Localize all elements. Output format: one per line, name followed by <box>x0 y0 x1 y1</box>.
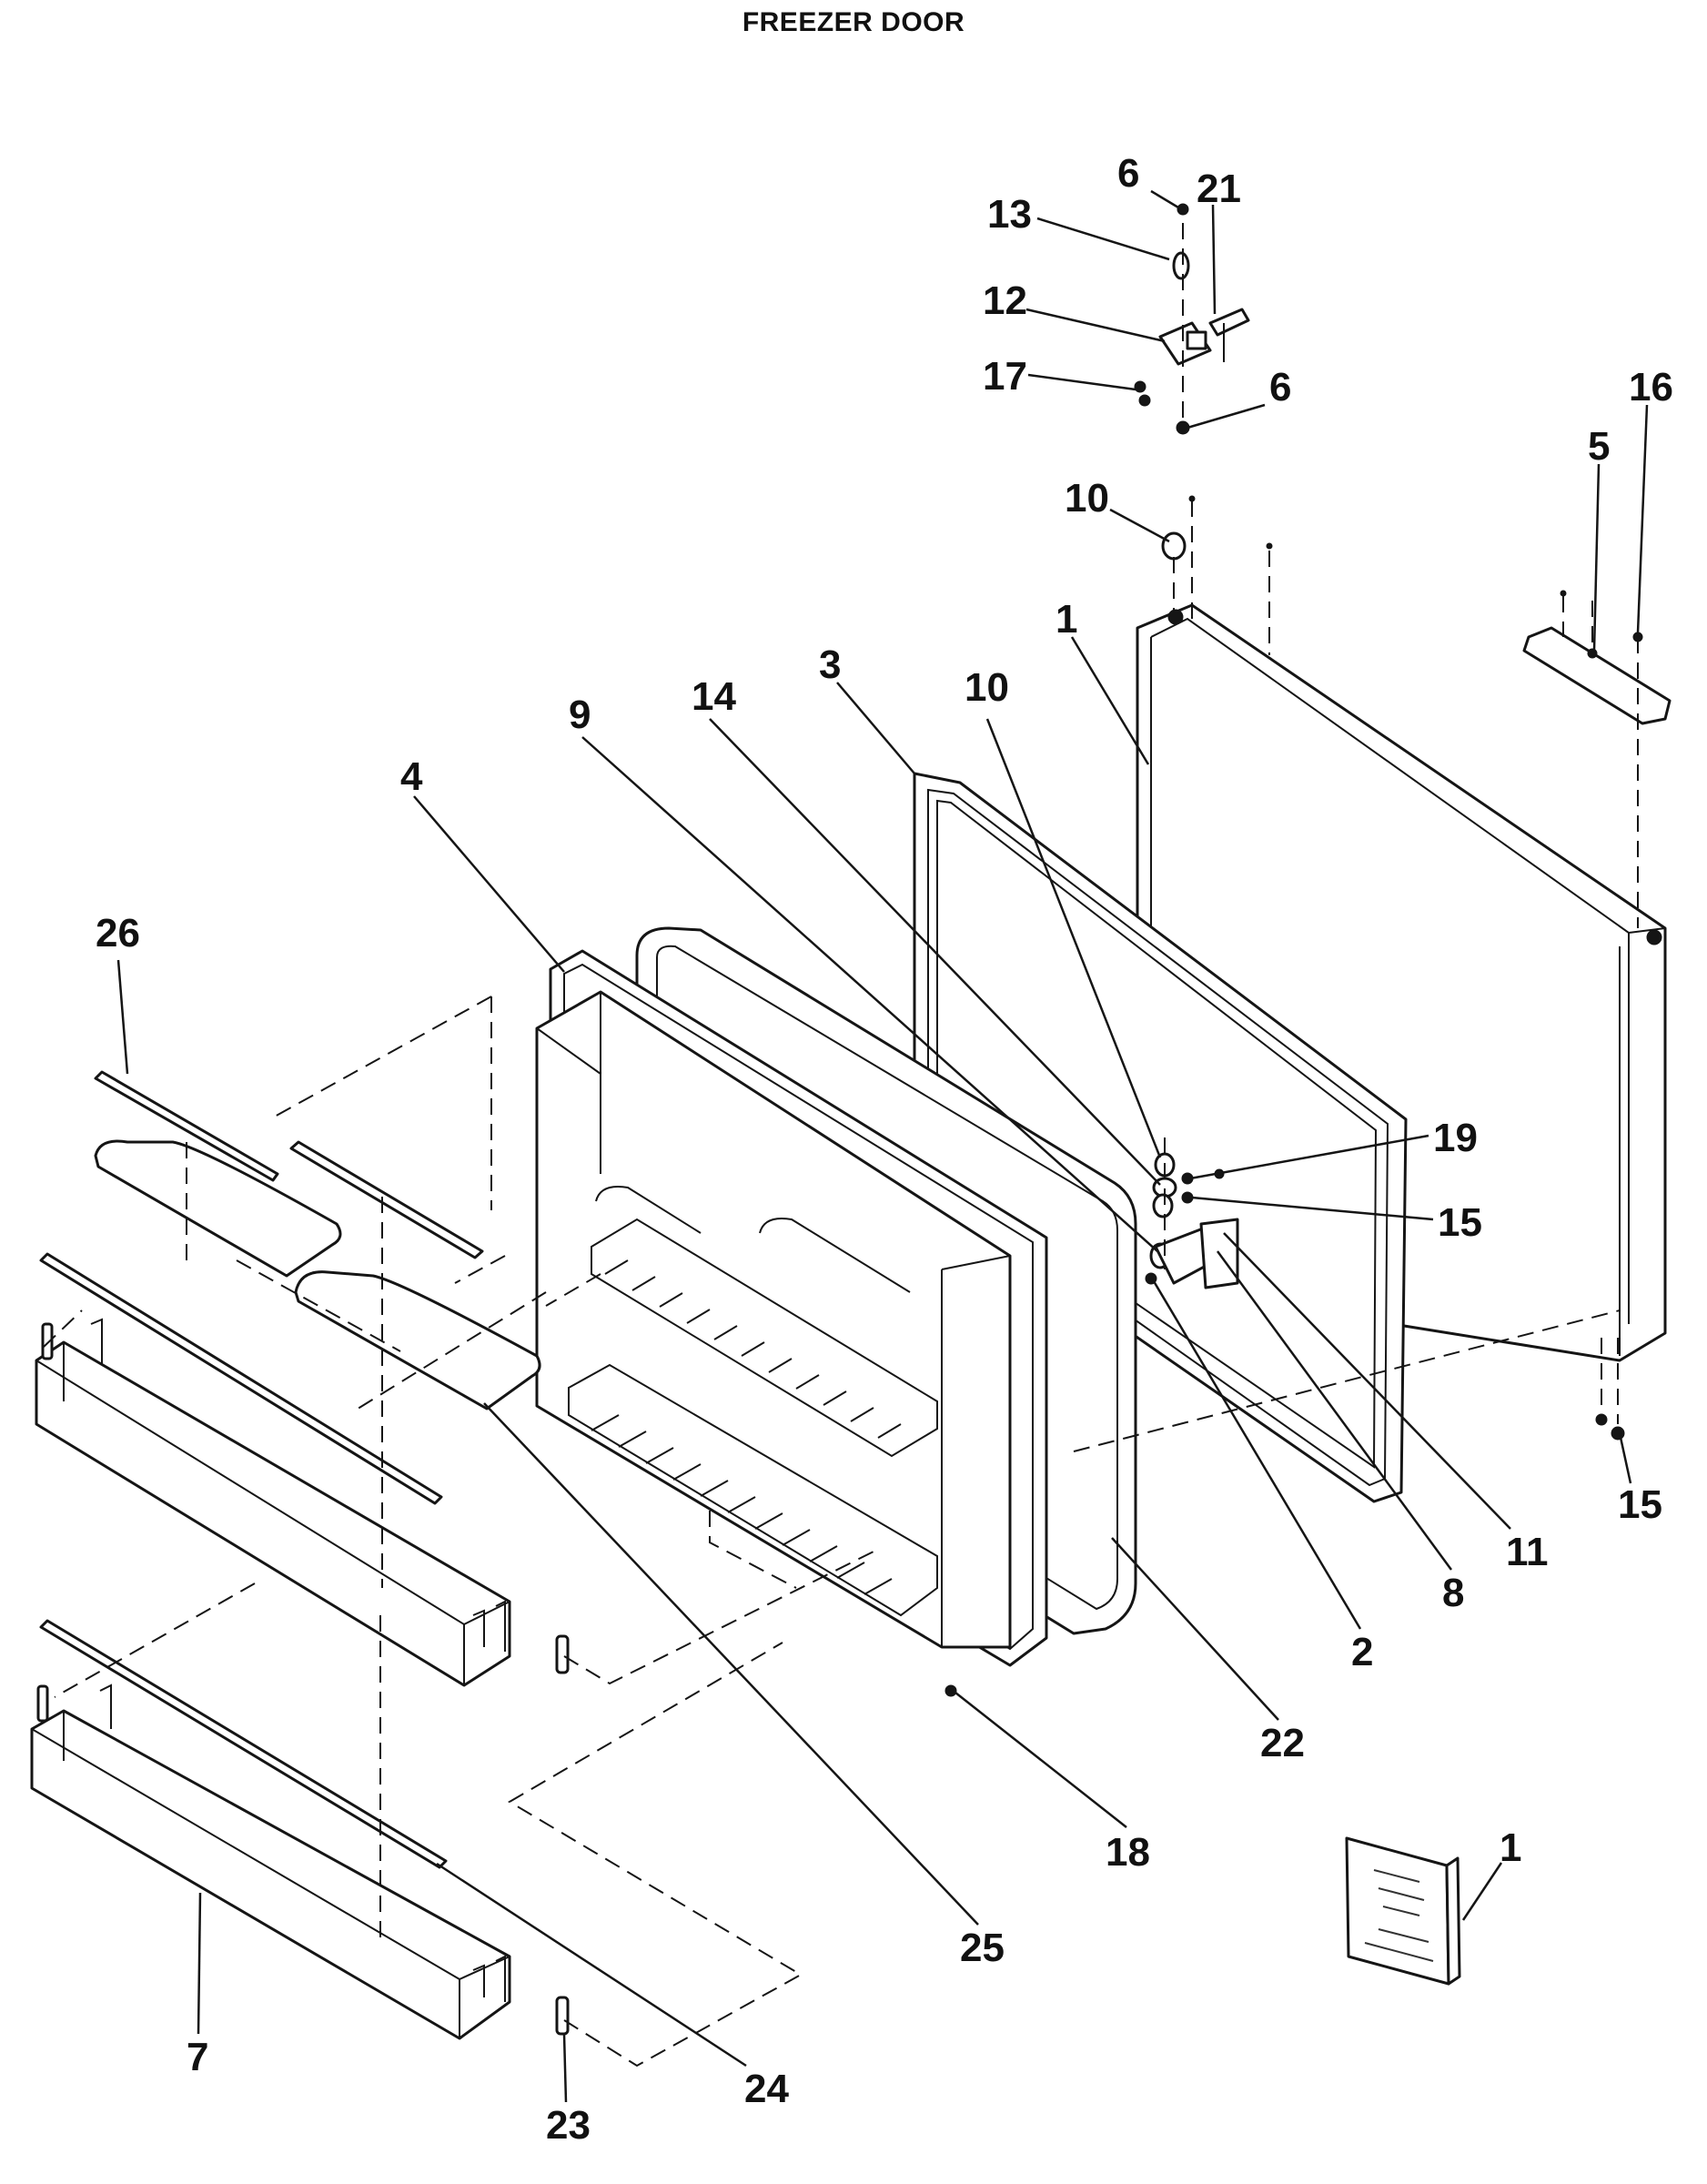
callout-12: 12 <box>983 278 1027 323</box>
callout-6-top: 6 <box>1117 151 1139 196</box>
callout-5: 5 <box>1588 424 1610 469</box>
callout-21: 21 <box>1197 167 1241 211</box>
callout-26: 26 <box>96 911 140 956</box>
callout-16: 16 <box>1629 365 1673 410</box>
screw-18 <box>944 1684 957 1697</box>
shelf-bar-middle <box>289 1140 484 1259</box>
shelf-tray-lower <box>294 1270 541 1410</box>
callout-17: 17 <box>983 354 1027 399</box>
bin-retainer-bar-lower <box>39 1619 448 1869</box>
shelf-bar-upper <box>94 1070 279 1182</box>
callout-6-lower: 6 <box>1269 365 1291 410</box>
callout-14: 14 <box>692 674 736 719</box>
callout-15-bottom: 15 <box>1618 1482 1662 1527</box>
bin-clip-upper <box>555 1634 570 1674</box>
shelf-tray-upper <box>94 1139 342 1278</box>
callout-1-door: 1 <box>1056 597 1077 642</box>
top-hinge-assembly <box>1134 203 1250 435</box>
callout-2: 2 <box>1351 1630 1373 1674</box>
handle-strip <box>1522 590 1672 928</box>
callout-25: 25 <box>960 1926 1005 1970</box>
lower-rack-bars <box>591 1414 893 1595</box>
callout-23: 23 <box>546 2103 591 2148</box>
instruction-booklet <box>1345 1836 1461 1986</box>
callout-13: 13 <box>987 192 1032 237</box>
callout-4: 4 <box>400 754 423 799</box>
callout-24: 24 <box>744 2067 789 2111</box>
callout-10-top: 10 <box>1065 476 1109 521</box>
callout-19: 19 <box>1433 1116 1478 1160</box>
callout-labels: 6 21 13 12 17 6 16 5 10 1 3 10 14 9 4 26… <box>96 151 1673 2148</box>
inner-door-liner <box>535 949 1048 1667</box>
page-title: FREEZER DOOR <box>742 7 965 37</box>
callout-leader-lines <box>116 189 1649 2103</box>
bin-clip-left-lower <box>36 1684 49 1723</box>
bin-clip-lower <box>555 1996 570 2036</box>
callout-18: 18 <box>1106 1830 1150 1875</box>
callout-8: 8 <box>1442 1571 1464 1615</box>
assembly-dashed-lines <box>43 996 1621 2068</box>
callout-22: 22 <box>1260 1721 1305 1765</box>
callout-1-booklet: 1 <box>1500 1825 1521 1870</box>
callout-7: 7 <box>187 2035 208 2079</box>
callout-3: 3 <box>819 642 841 687</box>
top-bushing <box>1161 495 1273 655</box>
callout-9: 9 <box>569 693 591 737</box>
bin-retainer-bar-upper <box>39 1252 443 1505</box>
callout-10-mid: 10 <box>965 665 1009 710</box>
upper-rack-bars <box>604 1259 902 1439</box>
bin-clip-left-upper <box>41 1322 54 1360</box>
door-bin-lower <box>30 1684 511 2040</box>
callout-11: 11 <box>1506 1530 1549 1574</box>
callout-15-mid: 15 <box>1438 1200 1482 1245</box>
door-bin-upper <box>35 1318 511 1687</box>
